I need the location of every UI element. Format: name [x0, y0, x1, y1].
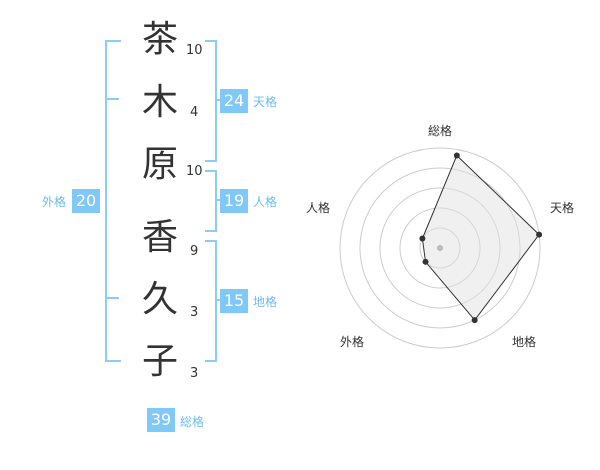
gaikaku-bracket-tick	[105, 98, 119, 100]
chikaku-bracket	[205, 240, 217, 362]
stroke-count-1: 10	[186, 43, 203, 58]
radar-point-tenkaku	[536, 231, 543, 238]
radar-label-gaikaku: 外格	[340, 334, 364, 349]
radar-center-dot	[437, 245, 443, 251]
gaikaku-bracket	[105, 40, 121, 362]
name-char-2: 木	[141, 82, 178, 123]
radar-label-jinkaku: 人格	[306, 200, 330, 215]
jinkaku-label: 人格	[253, 195, 278, 209]
jinkaku-bracket	[205, 170, 217, 232]
radar-point-chikaku	[471, 317, 478, 324]
radar-label-tenkaku: 天格	[550, 200, 574, 215]
name-char-4: 香	[141, 217, 178, 258]
gaikaku-label: 外格	[42, 195, 67, 209]
name-char-3: 原	[141, 144, 178, 185]
gaikaku-score: 20	[72, 189, 100, 213]
soukaku-score: 39	[147, 408, 175, 432]
name-char-5: 久	[141, 279, 178, 320]
jinkaku-bracket-mid	[215, 199, 220, 201]
radar-label-soukaku: 総格	[428, 123, 452, 138]
radar-point-soukaku	[453, 152, 460, 159]
radar-label-chikaku: 地格	[512, 334, 536, 349]
gaikaku-bracket-tick	[105, 297, 119, 299]
stroke-count-6: 3	[190, 366, 199, 381]
tenkaku-bracket	[205, 40, 217, 162]
radar-point-gaikaku	[422, 258, 429, 265]
chikaku-score: 15	[220, 289, 248, 313]
radar-point-jinkaku	[419, 235, 426, 242]
tenkaku-score: 24	[220, 89, 248, 113]
soukaku-label: 総格	[180, 415, 205, 429]
tenkaku-bracket-mid	[215, 99, 220, 101]
stroke-count-2: 4	[190, 105, 199, 120]
stroke-count-4: 9	[190, 244, 199, 259]
radar-ring	[339, 147, 541, 349]
radar-area	[421, 154, 540, 321]
radar-points	[419, 152, 543, 324]
stroke-count-5: 3	[190, 305, 199, 320]
name-char-6: 子	[141, 341, 178, 382]
name-char-1: 茶	[141, 19, 178, 60]
chikaku-bracket-mid	[215, 299, 220, 301]
stroke-count-3: 10	[186, 164, 203, 179]
tenkaku-label: 天格	[253, 95, 278, 109]
jinkaku-score: 19	[220, 189, 248, 213]
chikaku-label: 地格	[253, 295, 278, 309]
